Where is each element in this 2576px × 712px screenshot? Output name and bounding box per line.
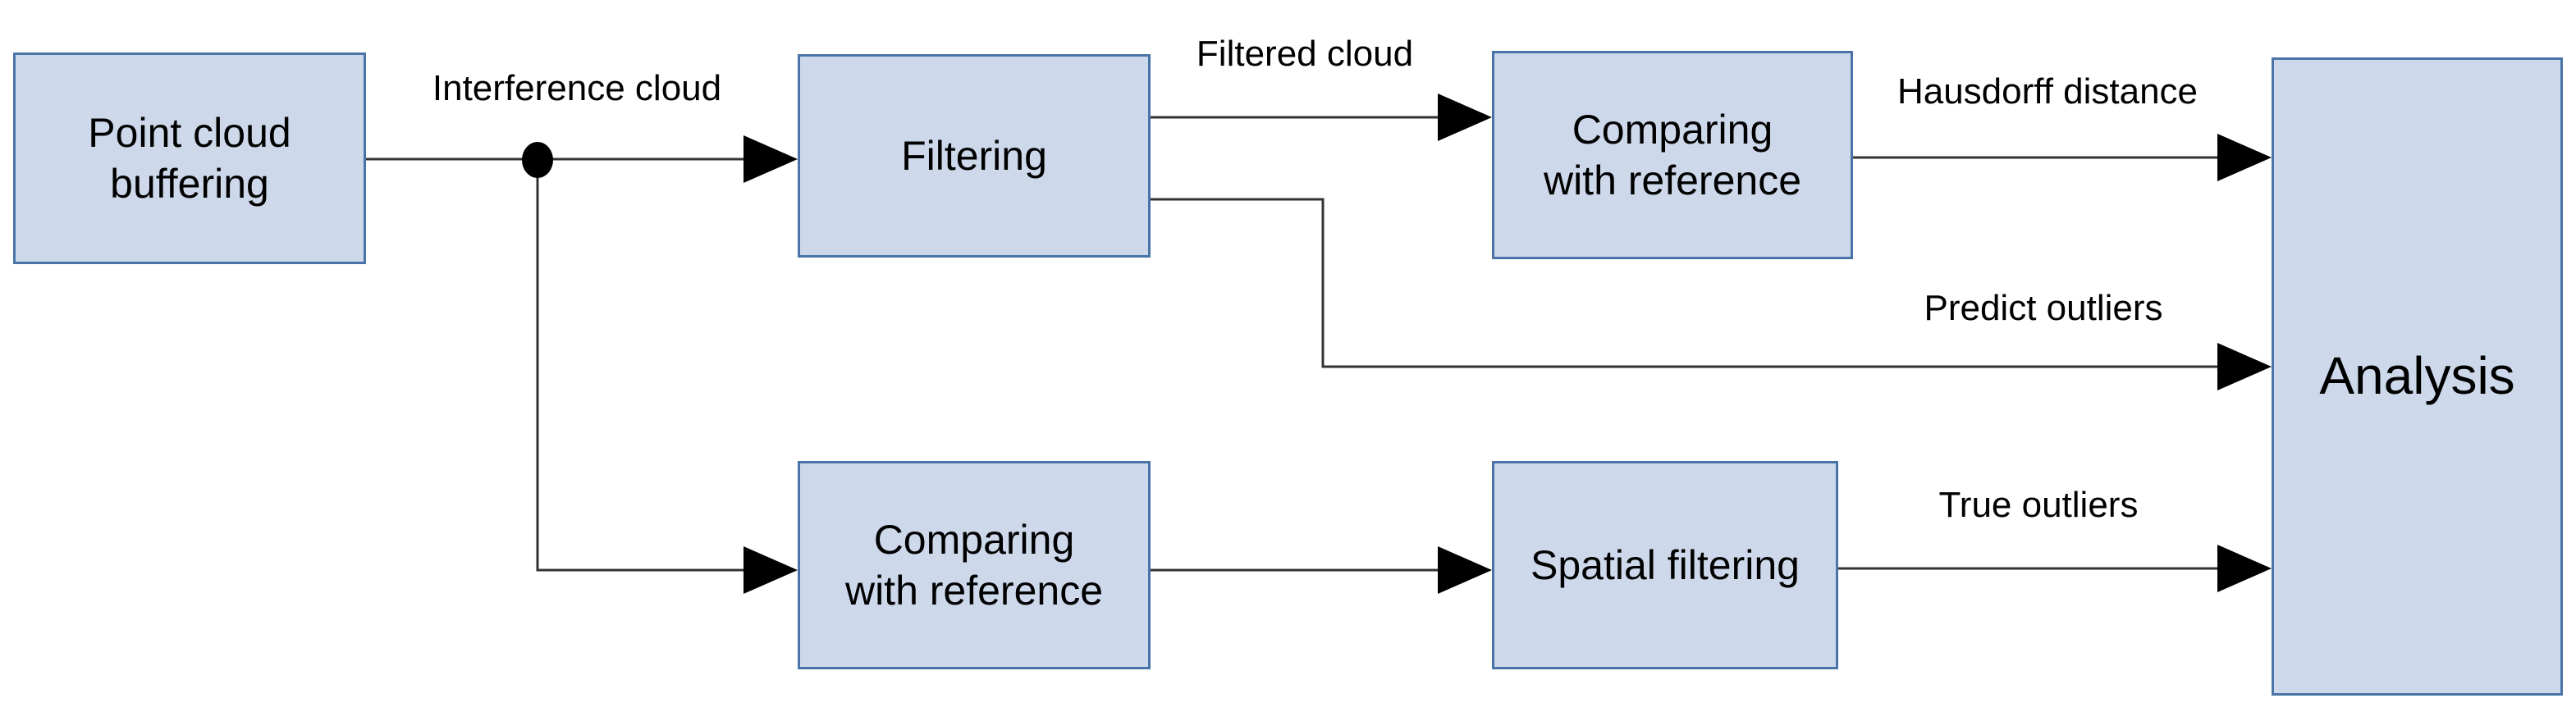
node-spatial-filtering: Spatial filtering (1492, 461, 1838, 669)
edge-label-filtered-cloud: Filtered cloud (1196, 34, 1414, 74)
edge-filtering-to-analysis (1151, 198, 2222, 368)
node-comparing-with-reference-bottom: Comparing with reference (798, 461, 1151, 669)
edge-label-true-outliers: True outliers (1938, 485, 2139, 525)
arrowhead-into-analysis-hausdorff (2217, 134, 2272, 181)
arrowhead-into-analysis-true (2217, 545, 2272, 592)
node-comparing-with-reference-top: Comparing with reference (1492, 51, 1853, 259)
arrowhead-into-filtering (744, 135, 798, 183)
edge-label-hausdorff-distance: Hausdorff distance (1897, 71, 2199, 112)
edge-junction-to-comparing-bottom (536, 160, 748, 572)
arrowhead-into-analysis-predict (2217, 343, 2272, 390)
node-point-cloud-buffering: Point cloud buffering (13, 52, 366, 264)
arrowhead-into-spatial (1438, 546, 1492, 594)
arrowhead-into-comparing-top (1438, 94, 1492, 141)
edge-label-interference-cloud: Interference cloud (432, 68, 722, 108)
arrowhead-into-comparing-bottom (744, 546, 798, 594)
junction-dot (522, 142, 553, 178)
node-filtering: Filtering (798, 54, 1151, 258)
node-analysis: Analysis (2272, 57, 2563, 696)
edge-label-predict-outliers: Predict outliers (1924, 288, 2163, 328)
